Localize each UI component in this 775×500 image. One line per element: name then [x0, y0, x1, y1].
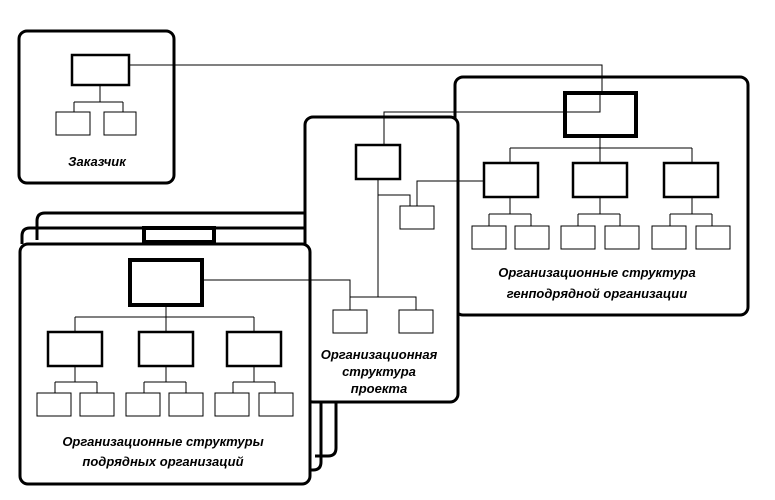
customer-head-box [70, 53, 131, 87]
subcontractor-dept-box-2 [137, 330, 195, 368]
general-contractor-unit-box-2 [514, 225, 550, 250]
general-contractor-tree-lines [509, 136, 693, 163]
general-contractor-dept-box-2 [571, 161, 629, 199]
connector-customer-to-general-contractor [129, 64, 603, 93]
project-tree-lines [349, 179, 417, 310]
project-sub-box-1 [332, 309, 368, 334]
subcontractor-unit-box-6 [258, 392, 294, 417]
subcontractor-dept-box-3 [225, 330, 283, 368]
subcontractor-tree-lines [74, 305, 255, 332]
general-contractor-label-line1: Организационные структура [498, 265, 695, 280]
subcontractor-back-head-box [142, 226, 216, 244]
subcontractor-panel: Организационные структуры подрядных орга… [18, 242, 312, 486]
general-contractor-sub-lines [488, 197, 713, 226]
project-liaison-box [399, 205, 435, 230]
subcontractor-back-frame-2 [35, 211, 338, 458]
connectors [129, 64, 603, 310]
project-label-line2: структура [342, 364, 416, 379]
subcontractor-unit-box-1 [36, 392, 72, 417]
general-contractor-dept-box-1 [482, 161, 540, 199]
general-contractor-unit-box-3 [560, 225, 596, 250]
project-label-line1: Организационная [321, 347, 438, 362]
connector-general-contractor-to-project [383, 93, 601, 145]
subcontractor-unit-box-3 [125, 392, 161, 417]
subcontractor-back-frame-1 [20, 226, 323, 472]
customer-tree-lines [73, 85, 124, 112]
subcontractor-dept-box-1 [46, 330, 104, 368]
general-contractor-unit-box-4 [604, 225, 640, 250]
general-contractor-label-line2: генподрядной организации [507, 286, 687, 301]
general-contractor-unit-box-6 [695, 225, 731, 250]
subcontractor-sub-lines [54, 366, 276, 393]
subcontractor-unit-box-5 [214, 392, 250, 417]
project-panel: Организационная структура проекта [303, 115, 460, 404]
subcontractor-unit-box-4 [168, 392, 204, 417]
subcontractor-stack [20, 211, 338, 472]
customer-sub-box-2 [103, 111, 137, 136]
subcontractor-head-box [128, 258, 204, 307]
general-contractor-dept-box-3 [662, 161, 720, 199]
connector-project-liaison-to-general-contractor [416, 180, 484, 206]
project-label-line3: проекта [351, 381, 407, 396]
general-contractor-unit-box-1 [471, 225, 507, 250]
customer-label: Заказчик [68, 154, 127, 169]
customer-sub-box-1 [55, 111, 91, 136]
customer-panel-frame [17, 29, 176, 185]
general-contractor-panel: Организационные структура генподрядной о… [453, 75, 750, 317]
subcontractor-unit-box-2 [79, 392, 115, 417]
customer-panel: Заказчик [17, 29, 176, 185]
project-sub-box-2 [398, 309, 434, 334]
subcontractor-label-line1: Организационные структуры [62, 434, 263, 449]
connector-subcontractor-to-project [202, 279, 351, 310]
general-contractor-unit-box-5 [651, 225, 687, 250]
subcontractor-label-line2: подрядных организаций [82, 454, 243, 469]
project-head-box [354, 143, 402, 181]
